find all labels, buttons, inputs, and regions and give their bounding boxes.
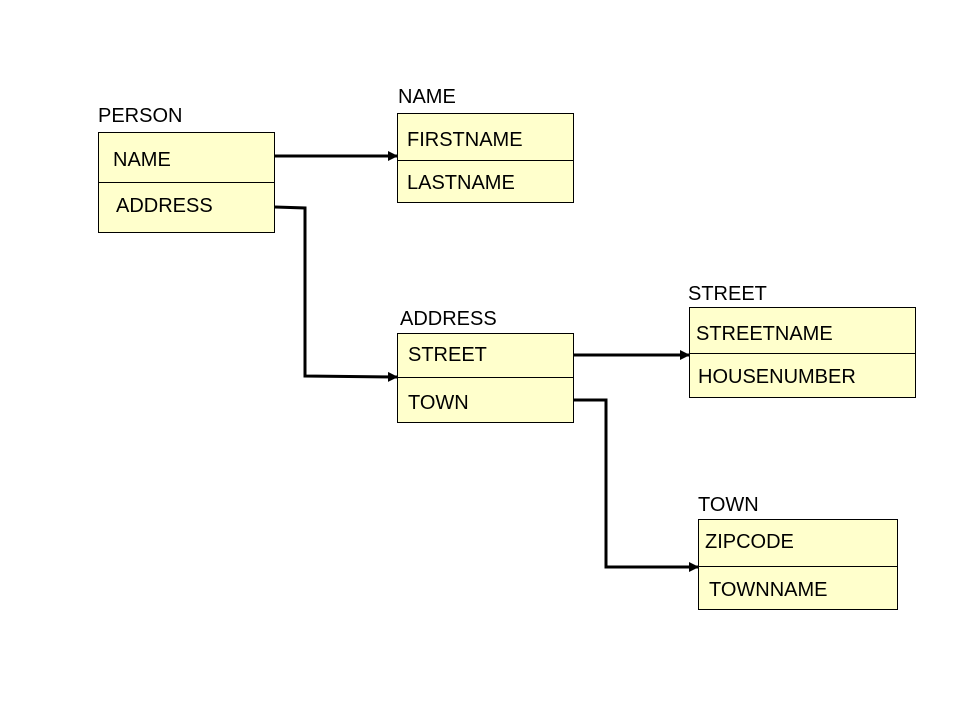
field-row-street-streetname: STREETNAME <box>690 308 915 354</box>
field-row-address-street: STREET <box>398 334 573 378</box>
arrow-address-town-to-town <box>574 398 699 572</box>
entity-box-town: ZIPCODE TOWNNAME <box>698 519 898 610</box>
field-town-townname: TOWNNAME <box>709 579 828 601</box>
field-street-streetname: STREETNAME <box>696 323 833 345</box>
field-name-firstname: FIRSTNAME <box>407 129 523 151</box>
entity-box-address: STREET TOWN <box>397 333 574 423</box>
field-row-street-housenumber: HOUSENUMBER <box>690 354 915 398</box>
entity-box-street: STREETNAME HOUSENUMBER <box>689 307 916 398</box>
field-person-name: NAME <box>113 149 171 171</box>
field-row-person-name: NAME <box>99 133 274 183</box>
entity-title-name: NAME <box>398 86 456 108</box>
field-street-housenumber: HOUSENUMBER <box>698 366 856 388</box>
field-row-address-town: TOWN <box>398 378 573 423</box>
entity-box-person: NAME ADDRESS <box>98 132 275 233</box>
entity-box-name: FIRSTNAME LASTNAME <box>397 113 574 203</box>
field-row-town-zipcode: ZIPCODE <box>699 520 897 567</box>
field-address-town: TOWN <box>408 392 469 414</box>
field-row-name-lastname: LASTNAME <box>398 161 573 203</box>
field-row-name-firstname: FIRSTNAME <box>398 114 573 161</box>
field-row-town-townname: TOWNNAME <box>699 567 897 610</box>
field-name-lastname: LASTNAME <box>407 172 515 194</box>
field-town-zipcode: ZIPCODE <box>705 531 794 553</box>
field-address-street: STREET <box>408 344 487 366</box>
entity-title-address: ADDRESS <box>400 308 497 330</box>
entity-title-street: STREET <box>688 283 767 305</box>
arrow-person-address-to-address <box>274 205 398 382</box>
entity-title-town: TOWN <box>698 494 759 516</box>
field-row-person-address: ADDRESS <box>99 183 274 233</box>
entity-title-person: PERSON <box>98 105 183 127</box>
field-person-address: ADDRESS <box>116 195 213 217</box>
